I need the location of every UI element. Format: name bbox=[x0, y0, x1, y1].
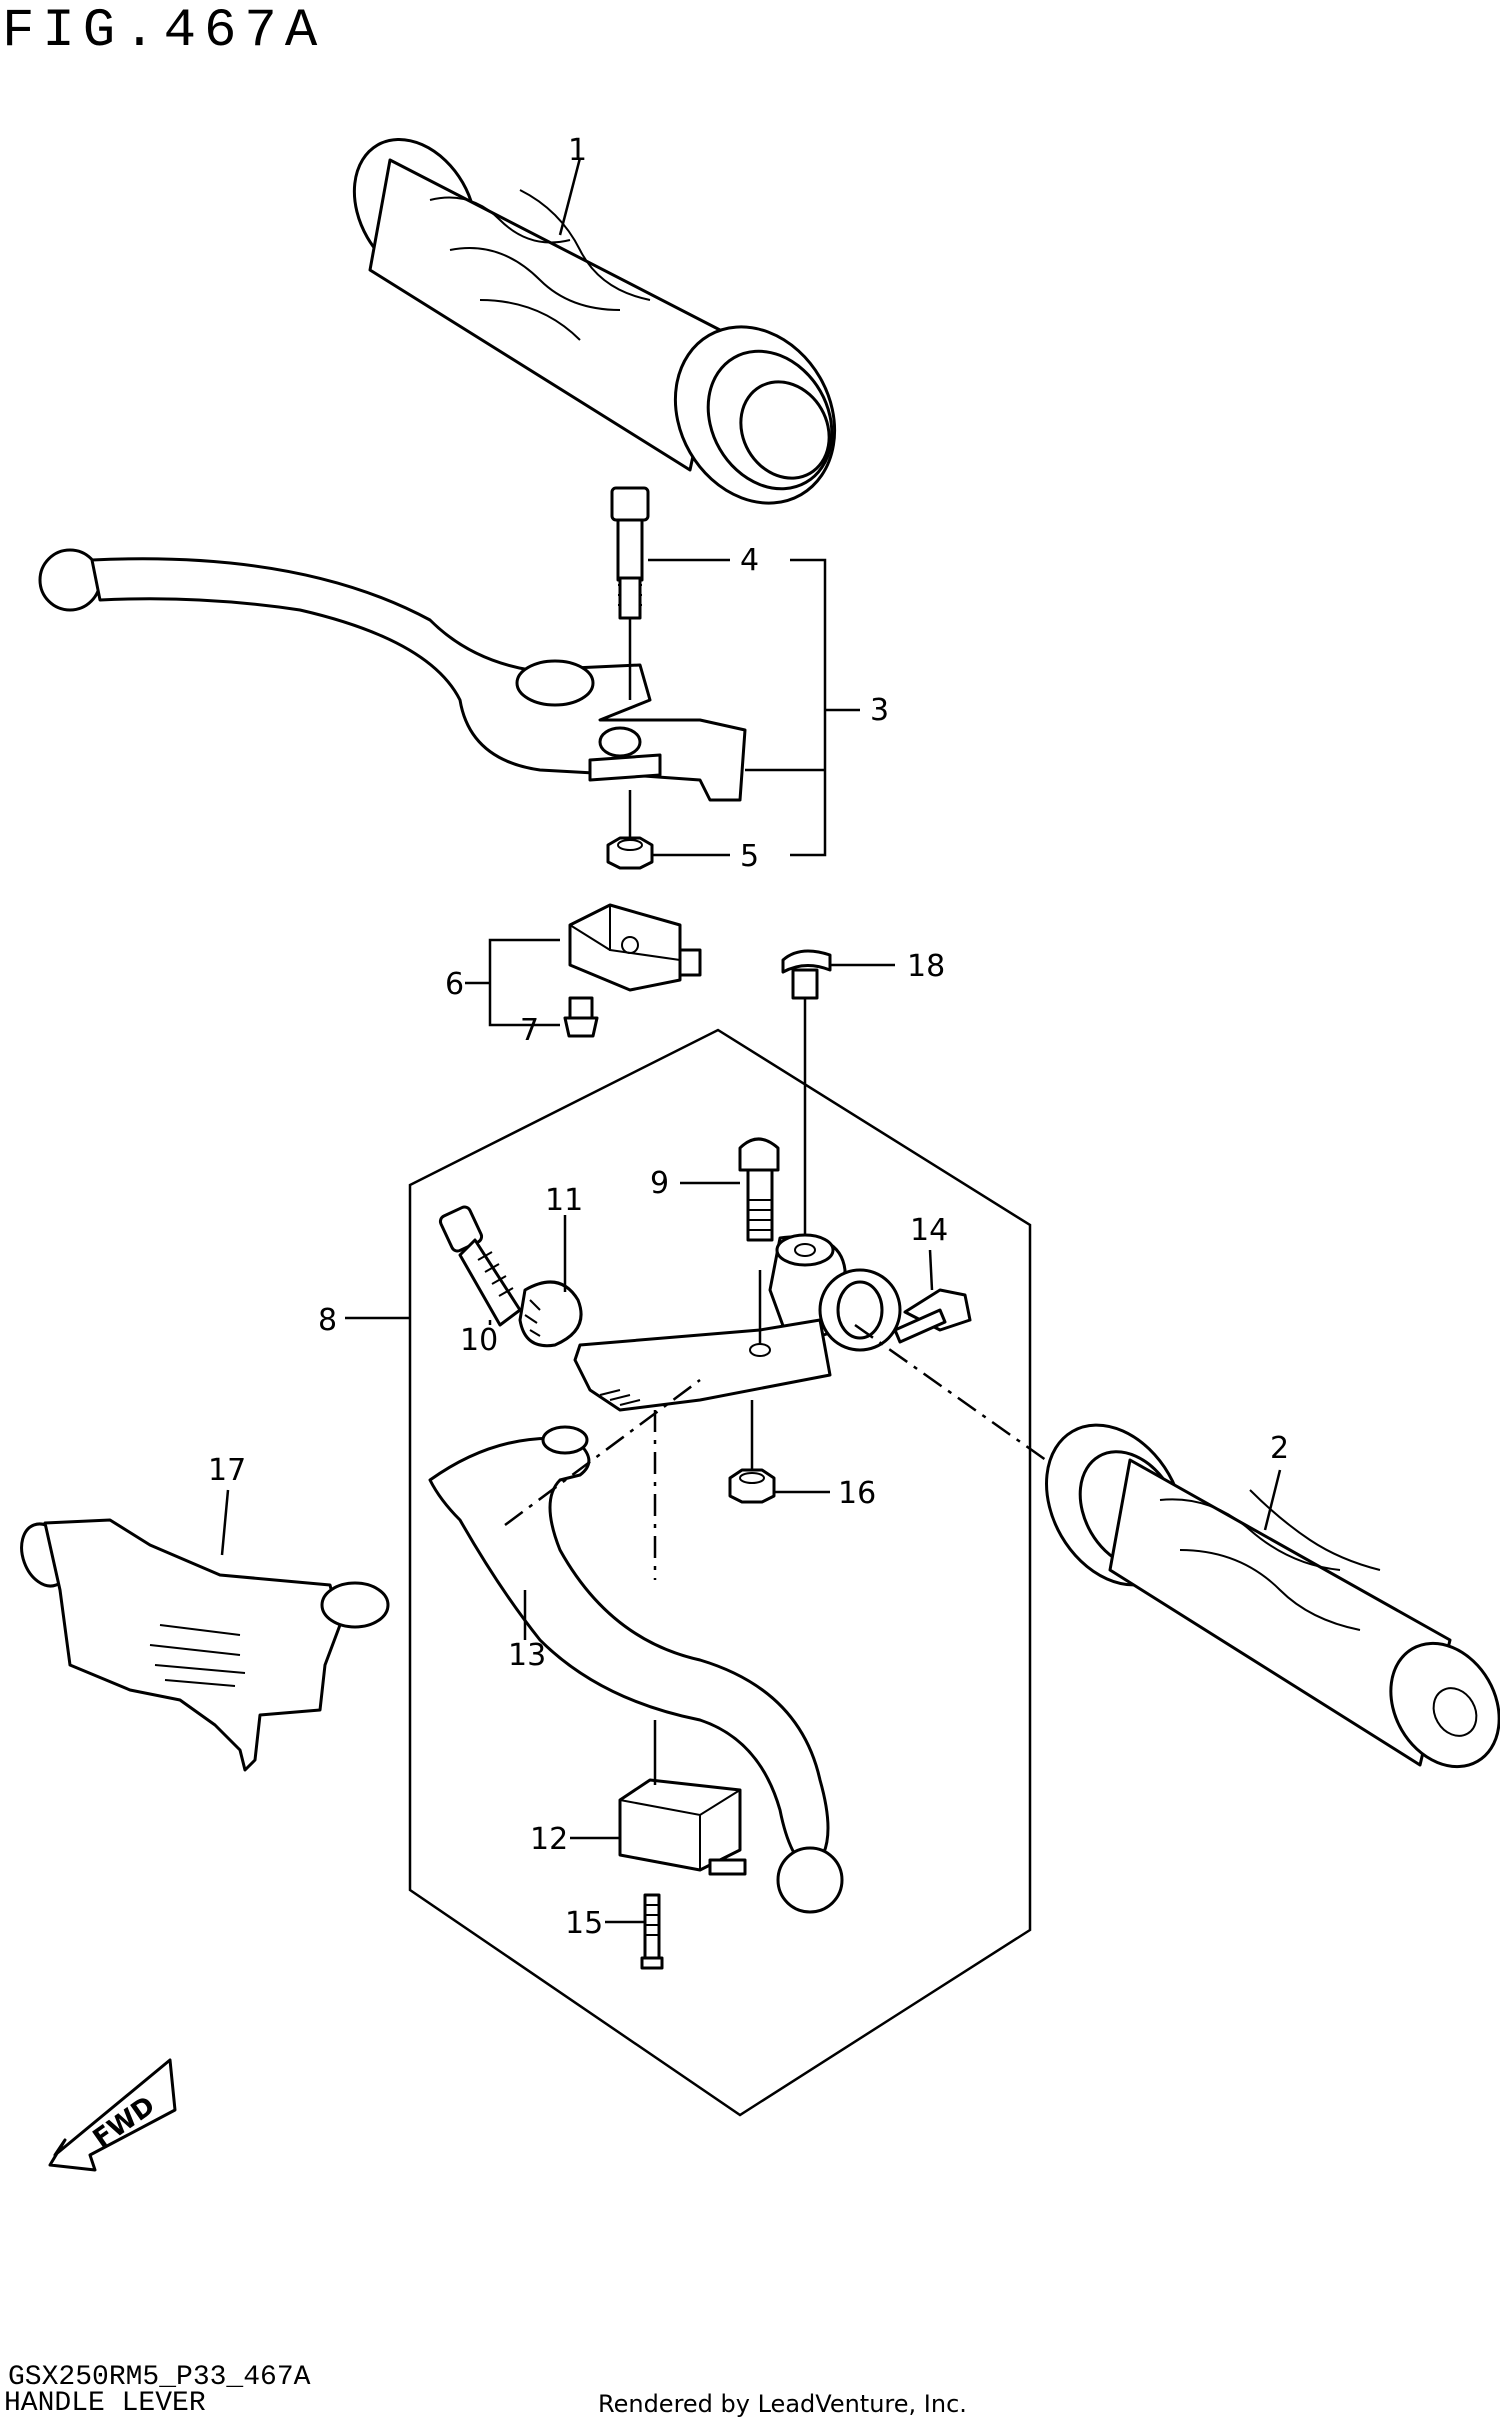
lever-holder[interactable] bbox=[573, 1233, 902, 1412]
screw-part-14[interactable] bbox=[893, 1288, 972, 1344]
callout-13: 13 bbox=[508, 1638, 546, 1673]
nut-part-5[interactable] bbox=[606, 836, 654, 870]
section-name: HANDLE LEVER bbox=[4, 2388, 206, 2419]
callout-18: 18 bbox=[907, 949, 945, 984]
figure-title: FIG.467A bbox=[2, 1, 326, 62]
pivot-bolt-part-4[interactable] bbox=[610, 486, 650, 620]
callout-16: 16 bbox=[838, 1476, 876, 1511]
callout-10: 10 bbox=[460, 1323, 498, 1358]
brake-lever-part-3[interactable] bbox=[38, 548, 747, 802]
callout-11: 11 bbox=[545, 1183, 583, 1218]
callout-1: 1 bbox=[568, 133, 587, 168]
grip-part-1[interactable] bbox=[330, 118, 866, 533]
callout-17: 17 bbox=[208, 1453, 246, 1488]
callout-6: 6 bbox=[445, 967, 464, 1002]
callout-12: 12 bbox=[530, 1822, 568, 1857]
cap-part-18[interactable] bbox=[781, 949, 832, 1000]
spring-part-11[interactable] bbox=[518, 1280, 583, 1348]
clutch-switch-part-12[interactable] bbox=[618, 1778, 747, 1876]
callout-2: 2 bbox=[1270, 1431, 1289, 1466]
model-code: GSX250RM5_P33_467A bbox=[8, 2362, 311, 2393]
callout-8: 8 bbox=[318, 1303, 337, 1338]
screw-part-15[interactable] bbox=[640, 1893, 664, 1970]
bolt-part-9[interactable] bbox=[738, 1137, 780, 1242]
nut-part-16[interactable] bbox=[728, 1468, 776, 1504]
callout-9: 9 bbox=[650, 1166, 669, 1201]
fwd-arrow: FWD bbox=[48, 2058, 177, 2172]
lever-guard-part-17[interactable] bbox=[13, 1517, 390, 1772]
callout-3: 3 bbox=[870, 693, 889, 728]
callout-14: 14 bbox=[910, 1213, 948, 1248]
brake-switch-part-6[interactable] bbox=[568, 903, 702, 992]
callout-5: 5 bbox=[740, 839, 759, 874]
callout-15: 15 bbox=[565, 1906, 603, 1941]
adjuster-part-10[interactable] bbox=[438, 1205, 522, 1327]
clutch-lever-part-13[interactable] bbox=[428, 1425, 844, 1914]
grip-part-2[interactable] bbox=[1019, 1400, 1500, 1786]
screw-part-7[interactable] bbox=[563, 996, 599, 1038]
callout-4: 4 bbox=[740, 543, 759, 578]
callout-7: 7 bbox=[520, 1013, 539, 1048]
rendered-by-credit: Rendered by LeadVenture, Inc. bbox=[598, 2390, 967, 2418]
assembly-box-part-8 bbox=[408, 1028, 1032, 2117]
